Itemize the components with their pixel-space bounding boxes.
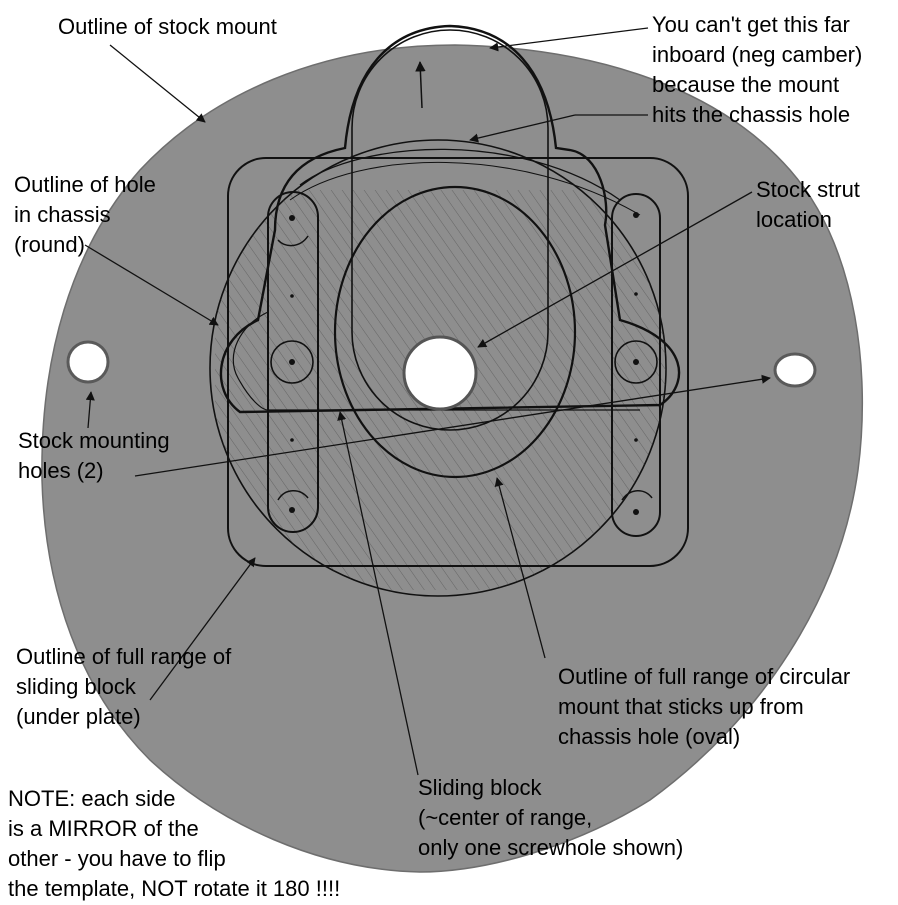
label-sliding-range: Outline of full range of sliding block (… (16, 644, 232, 729)
leader-sliding-block (337, 411, 419, 776)
leader-mount-hole-left (85, 391, 95, 429)
leader-lines (84, 27, 771, 776)
strut-hole (402, 335, 478, 411)
label-strut: Stock strut location (756, 177, 860, 232)
label-neg-camber: You can't get this far inboard (neg camb… (652, 12, 863, 127)
camber-limit-arc-2 (289, 162, 641, 216)
leader-sliding-range (149, 557, 256, 701)
leader-stock-mount (109, 44, 206, 123)
label-sliding-block: Sliding block (~center of range, only on… (418, 775, 684, 860)
circular-mount-range (333, 185, 577, 479)
left-mounting-hole (66, 340, 110, 384)
label-note: NOTE: each side is a MIRROR of the other… (8, 786, 341, 901)
label-chassis-hole: Outline of hole in chassis (round) (14, 172, 156, 257)
leader-neg-camber-3 (469, 114, 576, 143)
camber-limit-arc (299, 148, 621, 201)
leader-neg-camber-1 (489, 27, 649, 52)
leader-mount-hole-right (134, 374, 771, 477)
left-screwhole (270, 340, 314, 384)
leader-circular-range (494, 477, 546, 659)
circular-mount-oval (351, 29, 549, 431)
left-slot (267, 191, 319, 533)
direction-arrow (415, 60, 426, 109)
stock-mount-outline (219, 24, 681, 414)
sliding-range-outline (227, 157, 689, 567)
label-stock-mount: Outline of stock mount (58, 14, 277, 39)
leader-strut (477, 191, 753, 348)
right-slot (611, 193, 661, 537)
label-circular-range: Outline of full range of circular mount … (558, 664, 851, 749)
right-mounting-hole (773, 352, 817, 388)
leader-chassis-hole (84, 244, 219, 326)
sliding-block (232, 311, 640, 411)
right-screwhole (614, 340, 658, 384)
label-mount-holes: Stock mounting holes (2) (18, 428, 170, 483)
